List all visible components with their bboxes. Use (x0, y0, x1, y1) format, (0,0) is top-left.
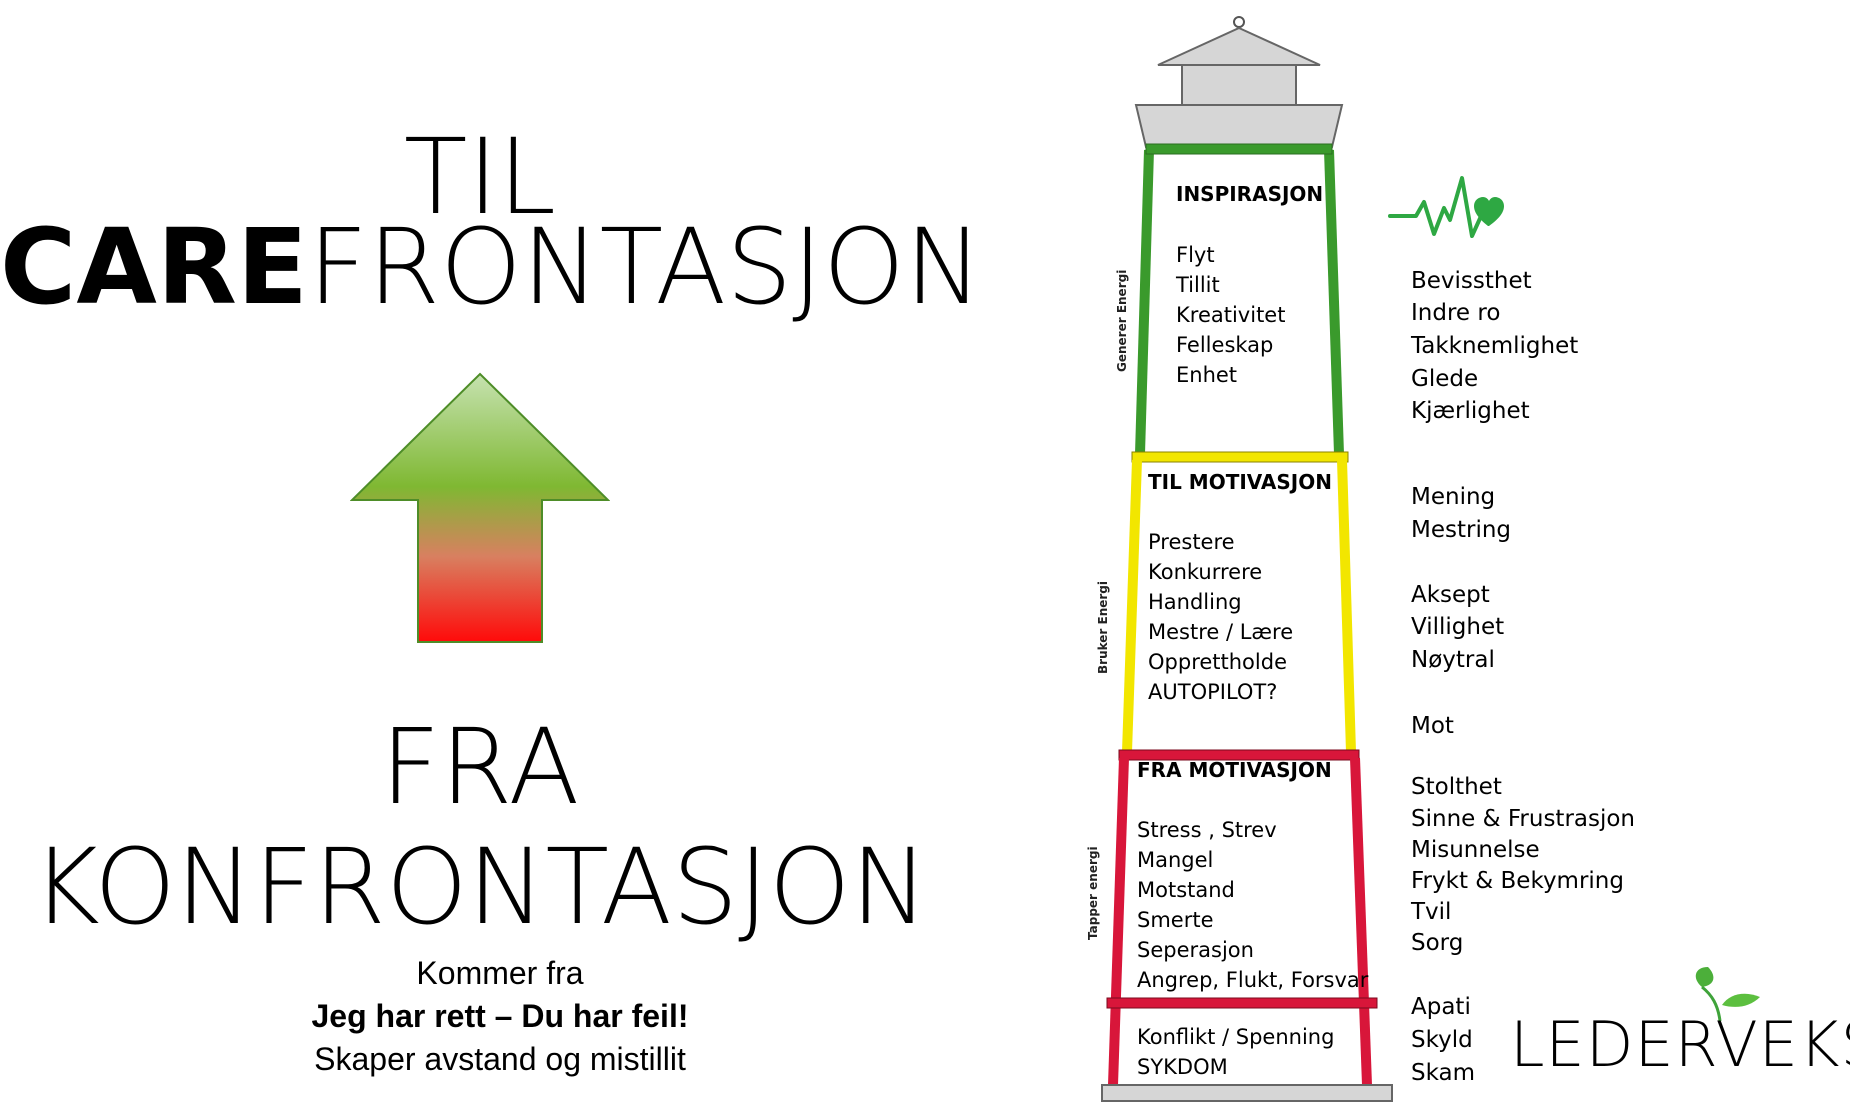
section-heading-til-motivasjon: TIL MOTIVASJON (1148, 470, 1332, 494)
list-item: Konflikt / Spenning (1137, 1022, 1334, 1052)
list-item: Enhet (1176, 360, 1285, 390)
yellow-left-leg (1127, 460, 1137, 752)
list-item: Mangel (1137, 845, 1368, 875)
list-bottom: Konflikt / Spenning SYKDOM (1137, 1022, 1334, 1082)
red-mid-bar (1107, 998, 1377, 1008)
list-inspirasjon: Flyt Tillit Kreativitet Felleskap Enhet (1176, 240, 1285, 390)
yellow-right-leg (1342, 460, 1351, 752)
right-word: Sinne & Frustrasjon (1411, 806, 1635, 832)
green-top-bar (1146, 144, 1332, 154)
right-word: Takknemlighet (1411, 333, 1578, 359)
title-fra: FRA (0, 715, 960, 819)
roof-top (1158, 28, 1320, 65)
list-item: Flyt (1176, 240, 1285, 270)
right-word: Misunnelse (1411, 837, 1540, 863)
right-word: Mening (1411, 484, 1495, 510)
list-item: Opprettholde (1148, 647, 1293, 677)
list-item: Felleskap (1176, 330, 1285, 360)
caption-skaper-avstand: Skaper avstand og mistillit (0, 1041, 1000, 1078)
right-word: Mot (1411, 713, 1454, 739)
right-word: Frykt & Bekymring (1411, 868, 1624, 894)
list-item: Tillit (1176, 270, 1285, 300)
list-item: Mestre / Lære (1148, 617, 1293, 647)
list-item: Prestere (1148, 527, 1293, 557)
list-item: Kreativitet (1176, 300, 1285, 330)
right-word-column: Bevissthet Indre ro Takknemlighet Glede … (1411, 0, 1731, 1118)
list-item: Handling (1148, 587, 1293, 617)
up-arrow-icon (350, 372, 610, 644)
right-word: Indre ro (1411, 300, 1500, 326)
side-label-tapper-energi: Tapper energi (1086, 846, 1100, 940)
list-til-motivasjon: Prestere Konkurrere Handling Mestre / Læ… (1148, 527, 1293, 707)
yellow-top-bar (1132, 452, 1348, 462)
list-fra-motivasjon: Stress , Strev Mangel Motstand Smerte Se… (1137, 815, 1368, 995)
right-word: Apati (1411, 994, 1471, 1020)
section-heading-fra-motivasjon: FRA MOTIVASJON (1137, 758, 1332, 782)
right-word: Skam (1411, 1060, 1475, 1086)
list-item: Seperasjon (1137, 935, 1368, 965)
right-word: Mestring (1411, 517, 1511, 543)
green-right-leg (1329, 150, 1339, 454)
caption-jeg-har-rett: Jeg har rett – Du har feil! (0, 998, 1000, 1035)
list-item: Angrep, Flukt, Forsvar (1137, 965, 1368, 995)
right-word: Nøytral (1411, 647, 1495, 673)
list-item: AUTOPILOT? (1148, 677, 1293, 707)
tower-base (1102, 1085, 1392, 1101)
logo-ledervekst: LEDERVEKST (1510, 1008, 1850, 1081)
right-word: Sorg (1411, 930, 1463, 956)
roof-base (1136, 105, 1342, 147)
side-label-bruker-energi: Bruker Energi (1096, 581, 1110, 674)
right-word: Bevissthet (1411, 268, 1532, 294)
right-word: Glede (1411, 366, 1478, 392)
right-word: Stolthet (1411, 774, 1502, 800)
title-care-bold: CARE (0, 206, 308, 328)
side-label-generer-energi: Generer Energi (1115, 270, 1129, 372)
title-frontasjon: FRONTASJON (308, 206, 983, 328)
title-carefrontasjon: CAREFRONTASJON (0, 215, 960, 319)
roof-lantern (1182, 65, 1296, 107)
right-word: Aksept (1411, 582, 1490, 608)
section-heading-inspirasjon: INSPIRASJON (1176, 182, 1323, 206)
right-word: Villighet (1411, 614, 1504, 640)
list-item: Stress , Strev (1137, 815, 1368, 845)
list-item: Smerte (1137, 905, 1368, 935)
green-left-leg (1140, 150, 1149, 454)
right-word: Skyld (1411, 1027, 1473, 1053)
right-word: Kjærlighet (1411, 398, 1530, 424)
list-item: SYKDOM (1137, 1052, 1334, 1082)
caption-kommer-fra: Kommer fra (0, 955, 1000, 992)
red-left-leg (1113, 758, 1124, 1085)
list-item: Konkurrere (1148, 557, 1293, 587)
list-item: Motstand (1137, 875, 1368, 905)
right-word: Tvil (1411, 899, 1451, 925)
roof-knob (1234, 17, 1244, 27)
title-konfrontasjon: KONFRONTASJON (0, 835, 960, 939)
